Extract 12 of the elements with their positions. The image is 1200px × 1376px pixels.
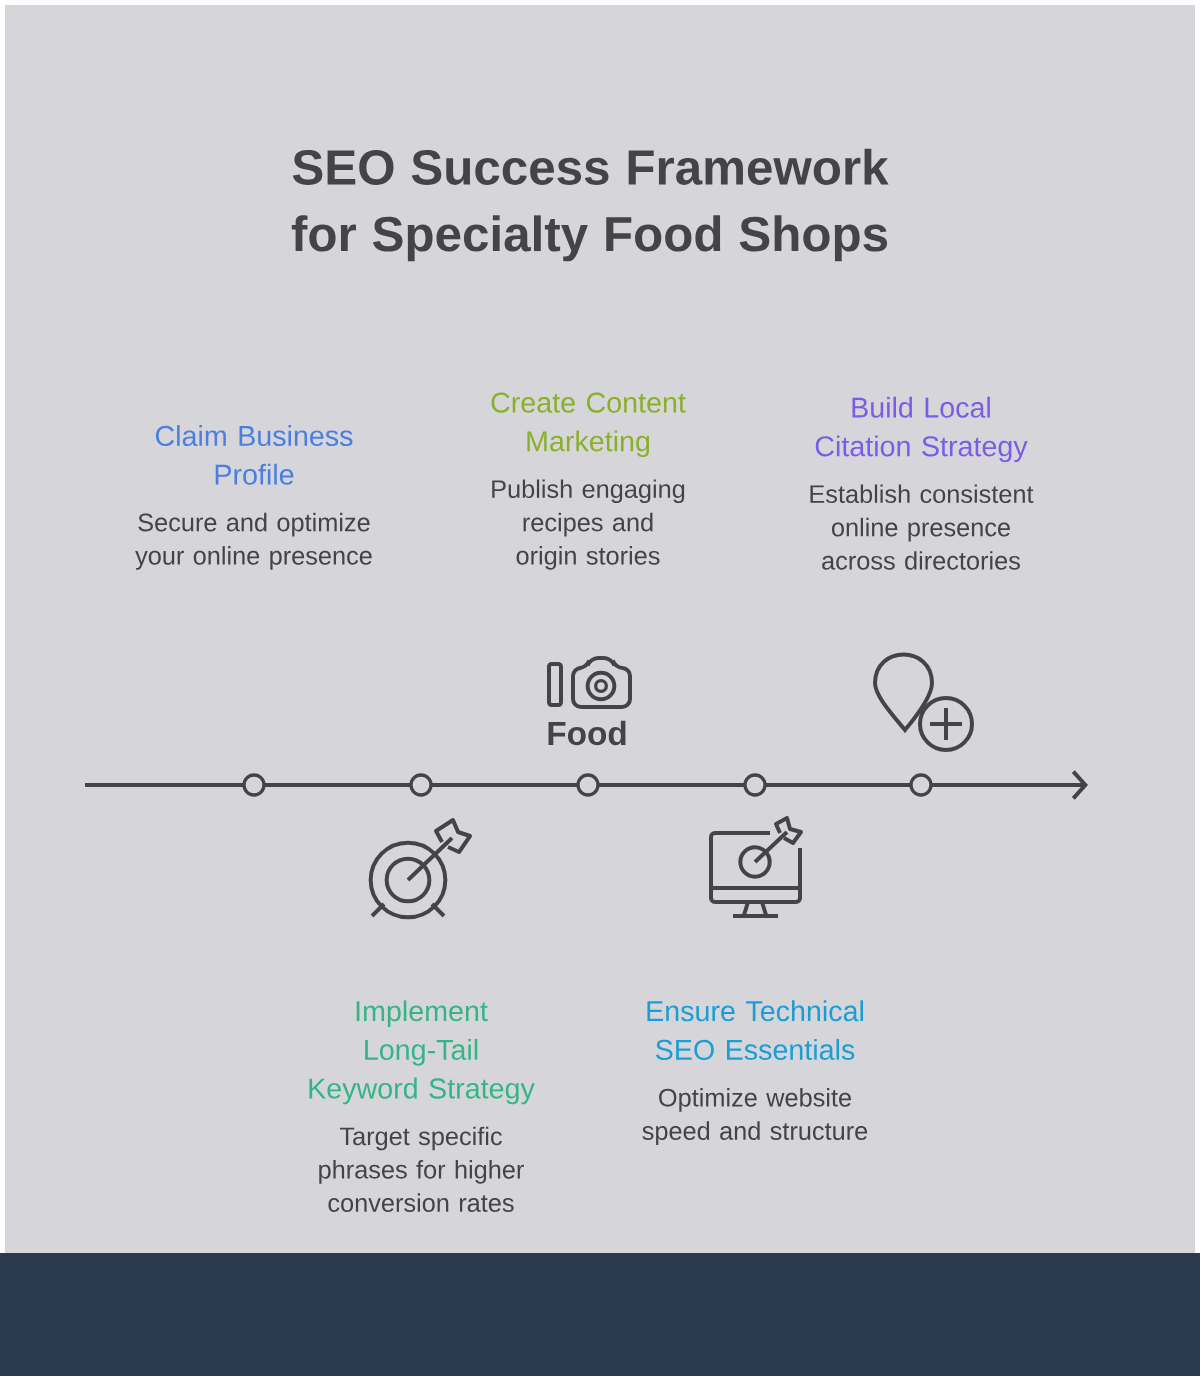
title: SEO Success Framework for Specialty Food Shops [291,148,889,262]
step-heading: Implement Long-Tail Keyword Strategy [309,1000,535,1105]
step-description: Publish engaging recipes and origin stories [492,479,685,570]
step-heading: Ensure Technical SEO Essentials [647,1000,863,1060]
step-description: Establish consistent online presence across directories [810,484,1034,570]
step-heading: Create Content Marketing [491,392,686,458]
step-heading: Claim Business Profile [155,425,353,485]
step-description: Optimize website speed and structure [642,1088,868,1145]
step-description: Secure and optimize your online presence [135,512,372,570]
step-heading: Build Local Citation Strategy [815,396,1028,463]
step-description: Target specific phrases for higher conversion rates [319,1126,524,1212]
icon-caption: Food [548,720,626,746]
